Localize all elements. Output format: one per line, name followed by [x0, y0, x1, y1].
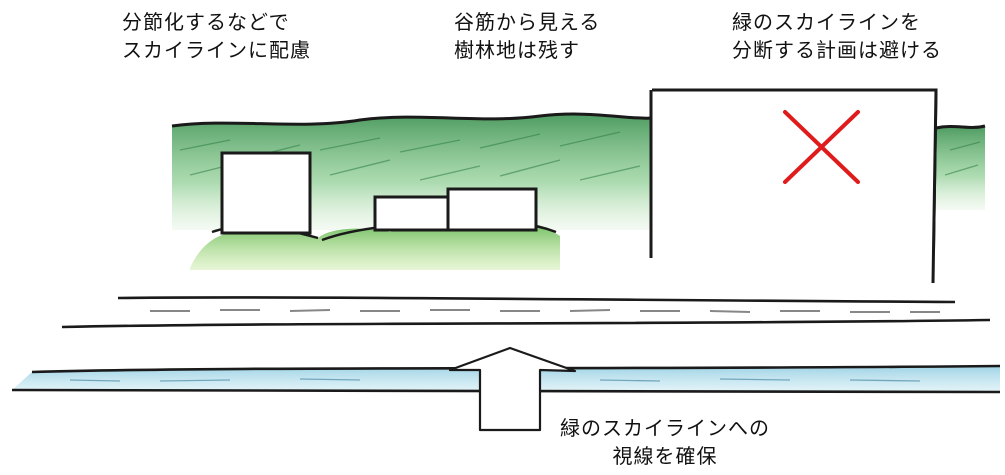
annotation-center-line2: 樹林地は残す [454, 38, 580, 62]
annotation-left-line2: スカイラインに配慮 [122, 38, 311, 62]
view-arrow-icon [448, 346, 577, 432]
building-small-center-a [373, 195, 450, 232]
annotation-right-line1: 緑のスカイラインを [732, 10, 921, 34]
building-tall [649, 88, 938, 284]
annotation-left-line1: 分節化するなどで [122, 10, 290, 34]
annotation-center-line1: 谷筋から見える [454, 10, 601, 34]
annotation-bottom: 緑のスカイラインへの 視線を確保 [560, 414, 770, 470]
annotation-right-line2: 分断する計画は避ける [732, 38, 942, 62]
annotation-right: 緑のスカイラインを 分断する計画は避ける [732, 8, 942, 64]
annotation-center: 谷筋から見える 樹林地は残す [454, 8, 600, 64]
building-small-center-b [446, 187, 538, 232]
annotation-left: 分節化するなどで スカイラインに配慮 [122, 8, 311, 64]
annotation-bottom-line2: 視線を確保 [612, 444, 718, 468]
prohibit-cross-icon [783, 110, 860, 184]
building-small-left [220, 151, 312, 235]
annotation-bottom-line1: 緑のスカイラインへの [560, 416, 770, 440]
road [61, 296, 991, 329]
